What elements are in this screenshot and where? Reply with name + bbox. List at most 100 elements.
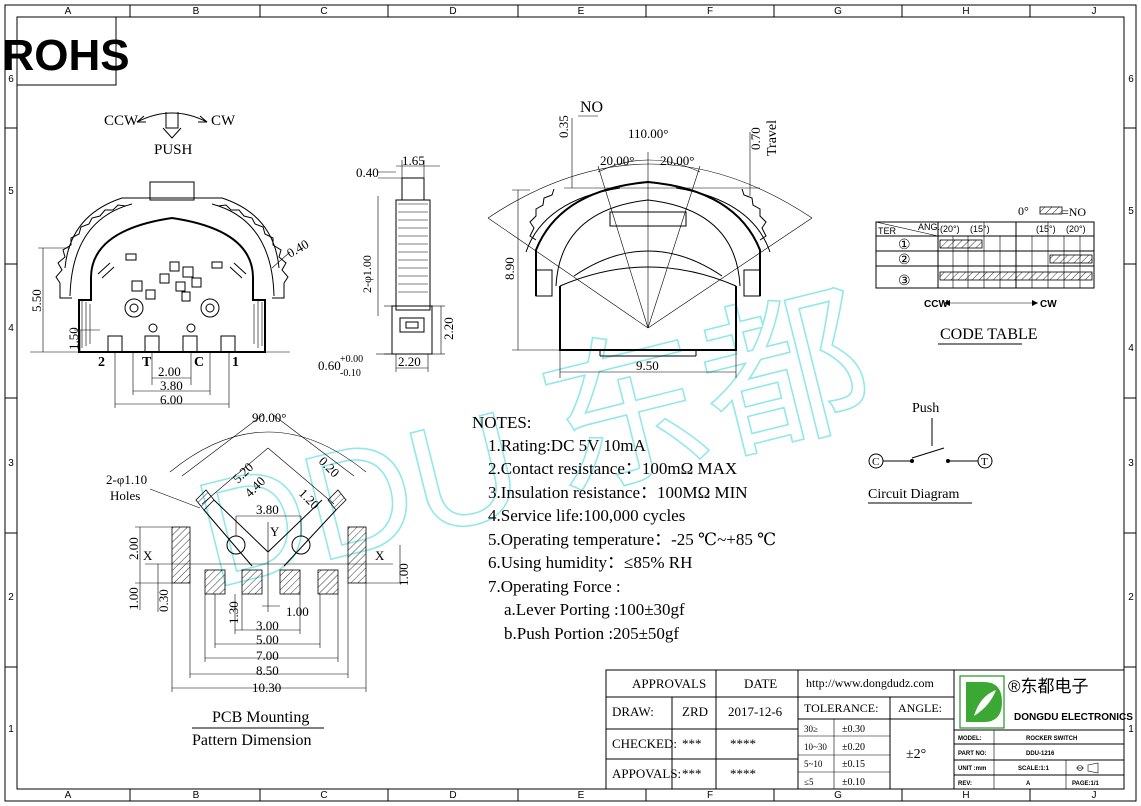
projection-symbol-icon <box>1076 762 1099 774</box>
code-row-3: ③ <box>898 274 911 289</box>
row-label: 4 <box>1128 343 1134 354</box>
code-zero-label: 0° <box>1018 204 1029 218</box>
tb-rev-label: REV: <box>958 781 972 787</box>
front-button <box>149 181 195 201</box>
tb-draw-date: 2017-12-6 <box>728 704 783 719</box>
dim-2-20-h: 2.20 <box>398 354 421 369</box>
pcb-holes-2: Holes <box>110 488 140 503</box>
col-label: H <box>962 790 969 801</box>
rohs-label: ROHS <box>2 31 129 80</box>
row-label: 3 <box>1128 458 1134 469</box>
dim-2-00: 2.00 <box>158 364 181 379</box>
col-label: G <box>834 6 842 17</box>
pcb-holes: 2-φ1.10 <box>106 472 147 487</box>
dim-1-50: 1.50 <box>66 327 81 350</box>
code-table: 0° =NO TER ANG. (20°) (15°) (15°) (20°) … <box>875 204 1095 345</box>
note-2: 2.Contact resistance：100mΩ MAX <box>488 459 737 478</box>
tb-appovals-label: APPOVALS: <box>612 766 681 781</box>
pcb-pattern: 90.00° 5.20 4.40 0.20 1.20 2-φ1.10 Holes… <box>106 410 411 749</box>
col-label: F <box>707 6 713 17</box>
dim-0-35: 0.35 <box>556 115 571 138</box>
tb-unit: UNIT :mm <box>958 766 986 772</box>
front-view: CCW CW PUSH 2 T C <box>29 112 311 408</box>
tb-checked-name: *** <box>682 736 702 751</box>
tb-rev-val: A <box>1026 781 1031 787</box>
tb-model-val: ROCKER SWITCH <box>1026 736 1077 742</box>
tb-draw-name: ZRD <box>682 704 708 719</box>
dim-3-80: 3.80 <box>160 378 183 393</box>
pin-label-t: T <box>142 355 152 370</box>
code-row-2: ② <box>898 253 911 268</box>
tb-tol-val-2: ±0.15 <box>842 759 865 770</box>
rohs-box <box>16 16 117 86</box>
top-body <box>559 286 737 351</box>
tb-angle: ANGLE: <box>898 701 942 715</box>
tb-approvals: APPROVALS <box>632 676 706 691</box>
circuit-diagram: Push C T Circuit Diagram <box>868 401 993 504</box>
col-label: H <box>962 6 969 17</box>
tb-tol-range-1: 10~30 <box>804 742 827 752</box>
pcb-x-left: X <box>143 548 153 563</box>
top-lever <box>535 180 761 296</box>
tb-tol-range-3: ≤5 <box>804 777 814 787</box>
tb-tol-range-2: 5~10 <box>804 759 823 769</box>
tb-checked-label: CHECKED: <box>612 736 677 751</box>
dim-0-30: 0.30 <box>156 589 171 612</box>
code-row-1: ① <box>898 238 911 253</box>
notes-heading: NOTES: <box>472 413 532 432</box>
col-label: E <box>578 6 585 17</box>
circuit-c: C <box>872 456 879 468</box>
dim-5-00: 5.00 <box>256 632 279 647</box>
code-cw: CW <box>1040 299 1057 310</box>
pcb-y: Y <box>270 524 280 539</box>
row-label: 5 <box>1128 206 1134 217</box>
dim-20-right: 20.00° <box>660 153 694 168</box>
tb-tolerance: TOLERANCE: <box>804 701 878 715</box>
tb-partno-label: PART NO: <box>958 751 987 757</box>
dim-2-phi: 2-φ1.00 <box>360 255 374 293</box>
col-label: A <box>65 790 72 801</box>
pin-label-1: 1 <box>232 355 239 370</box>
outer-frame <box>4 4 1137 802</box>
code-ccw: CCW <box>924 299 948 310</box>
dim-110: 110.00° <box>628 126 668 141</box>
row-label: 2 <box>8 592 14 603</box>
side-view: 1.65 0.40 2-φ1.00 2.20 2.20 0.60 +0.00 -… <box>318 153 456 379</box>
dim-0-40-side: 0.40 <box>356 165 379 180</box>
company-en: DONGDU ELECTRONICS <box>1014 712 1133 723</box>
travel-label: Travel <box>765 120 780 156</box>
dim-3-80-pcb: 3.80 <box>256 502 279 517</box>
note-6: 6.Using humidity：≤85% RH <box>488 553 692 572</box>
dim-1-00-center: 1.00 <box>286 604 309 619</box>
dim-1-00-right: 1.00 <box>396 563 411 586</box>
row-label: 3 <box>8 458 14 469</box>
tb-url: http://www.dongdudz.com <box>806 676 935 690</box>
pin-label-c: C <box>194 355 204 370</box>
row-label: 2 <box>1128 592 1134 603</box>
tb-partno-val: DDU-1216 <box>1026 751 1055 757</box>
dim-0-40: 0.40 <box>284 236 311 260</box>
note-7b: b.Push Portion :205±50gf <box>504 624 679 643</box>
dim-3-00: 3.00 <box>256 618 279 633</box>
tb-page: PAGE:1/1 <box>1072 781 1100 787</box>
border-grid: A B C D E F G H J A B C D E F G H J 6 5 … <box>5 5 1136 801</box>
side-body <box>395 199 431 311</box>
col-label: J <box>1092 790 1097 801</box>
note-3: 3.Insulation resistance：100MΩ MIN <box>488 483 748 502</box>
pin-1 <box>220 335 236 353</box>
tb-tol-val-3: ±0.10 <box>842 777 865 788</box>
push-label: PUSH <box>154 142 193 158</box>
code-angle-0: (20°) <box>940 224 960 234</box>
dim-10-30: 10.30 <box>252 680 281 695</box>
dim-0-60-minus: -0.10 <box>340 368 361 379</box>
tb-tol-val-1: ±0.20 <box>842 742 865 753</box>
col-label: D <box>449 790 456 801</box>
tb-draw-label: DRAW: <box>612 704 654 719</box>
code-table-title: CODE TABLE <box>940 326 1038 343</box>
dim-9-50: 9.50 <box>636 358 659 373</box>
circuit-t: T <box>981 456 988 468</box>
col-label: G <box>834 790 842 801</box>
row-label: 4 <box>8 323 14 334</box>
dim-5-50: 5.50 <box>29 289 44 312</box>
